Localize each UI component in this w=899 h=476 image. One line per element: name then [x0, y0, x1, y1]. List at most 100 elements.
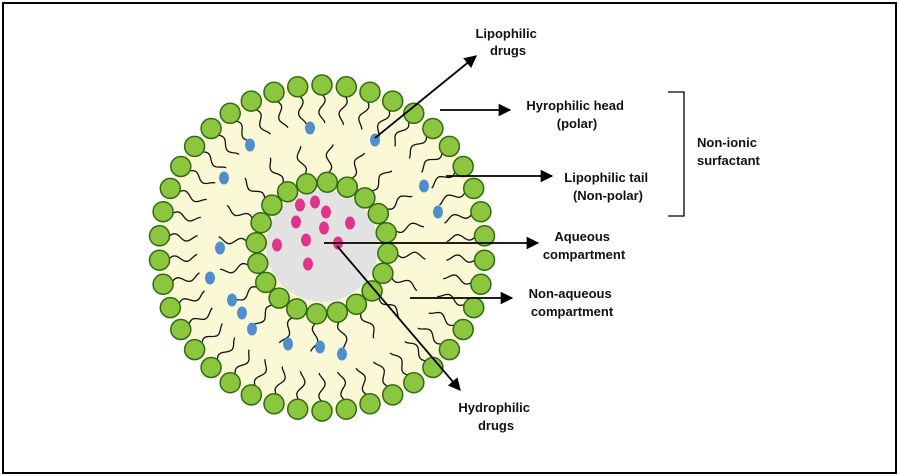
- label-hydrophilic-head-line1: Hyrophilic head: [526, 98, 624, 113]
- label-hydrophilic-drugs: Hydrophilic drugs: [458, 400, 533, 433]
- outer-head: [312, 75, 332, 95]
- outer-head: [264, 82, 284, 102]
- inner-head: [262, 195, 282, 215]
- outer-head: [383, 91, 403, 111]
- outer-head: [453, 157, 473, 177]
- outer-head: [153, 274, 173, 294]
- label-aqueous-compartment: Aqueous compartment: [543, 229, 626, 262]
- lipophilic-drug: [219, 172, 229, 185]
- lipophilic-drug: [283, 338, 293, 351]
- inner-head: [256, 272, 276, 292]
- label-aqueous-compartment-line2: compartment: [543, 247, 626, 262]
- lipophilic-drug: [227, 294, 237, 307]
- label-lipophilic-drugs-line1: Lipophilic: [475, 26, 536, 41]
- label-non-aqueous-compartment: Non-aqueous compartment: [529, 286, 616, 319]
- outer-head: [475, 250, 495, 270]
- outer-head: [360, 82, 380, 102]
- lipophilic-drug: [315, 341, 325, 354]
- outer-head: [471, 202, 491, 222]
- lipophilic-drug: [305, 122, 315, 135]
- outer-head: [201, 119, 221, 139]
- inner-head: [287, 299, 307, 319]
- surfactant-bracket: [668, 92, 684, 216]
- lipophilic-drug: [337, 348, 347, 361]
- label-non-ionic-surfactant: Non-ionic surfactant: [697, 135, 761, 168]
- outer-head: [383, 385, 403, 405]
- label-non-ionic-surfactant-line1: Non-ionic: [697, 135, 757, 150]
- label-aqueous-compartment-line1: Aqueous: [554, 229, 610, 244]
- lipophilic-drug: [245, 139, 255, 152]
- outer-head: [241, 91, 261, 111]
- outer-head: [439, 340, 459, 360]
- hydrophilic-drug: [321, 206, 331, 219]
- outer-head: [220, 103, 240, 123]
- hydrophilic-drug: [310, 196, 320, 209]
- inner-head: [368, 204, 388, 224]
- label-lipophilic-tail-line1: Lipophilic tail: [564, 170, 648, 185]
- outer-head: [150, 250, 170, 270]
- label-lipophilic-drugs: Lipophilic drugs: [475, 26, 540, 58]
- outer-head: [185, 136, 205, 156]
- outer-head: [153, 202, 173, 222]
- inner-head: [269, 288, 289, 308]
- outer-head: [288, 399, 308, 419]
- inner-head: [307, 304, 327, 324]
- hydrophilic-drug: [345, 217, 355, 230]
- inner-head: [376, 223, 396, 243]
- lipophilic-drug: [247, 323, 257, 336]
- outer-head: [160, 298, 180, 318]
- inner-head: [317, 172, 337, 192]
- outer-head: [171, 157, 191, 177]
- outer-head: [464, 178, 484, 198]
- lipophilic-drug: [237, 307, 247, 320]
- outer-head: [423, 119, 443, 139]
- label-non-aqueous-compartment-line1: Non-aqueous: [529, 286, 612, 301]
- label-lipophilic-tail-line2: (Non-polar): [573, 188, 643, 203]
- outer-head: [464, 298, 484, 318]
- hydrophilic-drug: [319, 222, 329, 235]
- label-non-aqueous-compartment-line2: compartment: [531, 304, 614, 319]
- outer-head: [160, 178, 180, 198]
- outer-head: [241, 385, 261, 405]
- outer-head: [360, 394, 380, 414]
- inner-head: [378, 243, 398, 263]
- inner-head: [246, 233, 266, 253]
- inner-head: [362, 281, 382, 301]
- label-hydrophilic-drugs-line2: drugs: [478, 418, 514, 433]
- inner-head: [373, 263, 393, 283]
- outer-head: [185, 340, 205, 360]
- outer-head: [201, 358, 221, 378]
- outer-head: [439, 136, 459, 156]
- hydrophilic-drug: [272, 239, 282, 252]
- label-hydrophilic-head: Hyrophilic head (polar): [526, 98, 627, 131]
- outer-head: [471, 274, 491, 294]
- outer-head: [220, 373, 240, 393]
- lipophilic-drug: [205, 272, 215, 285]
- hydrophilic-drug: [295, 199, 305, 212]
- hydrophilic-drug: [303, 258, 313, 271]
- hydrophilic-drug: [301, 234, 311, 247]
- label-non-ionic-surfactant-line2: surfactant: [697, 153, 761, 168]
- inner-head: [327, 302, 347, 322]
- inner-head: [278, 182, 298, 202]
- outer-head: [453, 320, 473, 340]
- outer-head: [264, 394, 284, 414]
- inner-head: [346, 294, 366, 314]
- inner-head: [297, 174, 317, 194]
- lipophilic-drug: [433, 206, 443, 219]
- outer-head: [171, 320, 191, 340]
- lipophilic-drug: [419, 180, 429, 193]
- label-lipophilic-tail: Lipophilic tail (Non-polar): [564, 170, 651, 203]
- outer-head: [336, 77, 356, 97]
- outer-head: [312, 401, 332, 421]
- label-hydrophilic-head-line2: (polar): [557, 116, 597, 131]
- lipophilic-drug: [215, 242, 225, 255]
- outer-head: [404, 373, 424, 393]
- label-hydrophilic-drugs-line1: Hydrophilic: [458, 400, 530, 415]
- inner-head: [251, 213, 271, 233]
- hydrophilic-drug: [291, 216, 301, 229]
- inner-head: [337, 177, 357, 197]
- inner-head: [248, 253, 268, 273]
